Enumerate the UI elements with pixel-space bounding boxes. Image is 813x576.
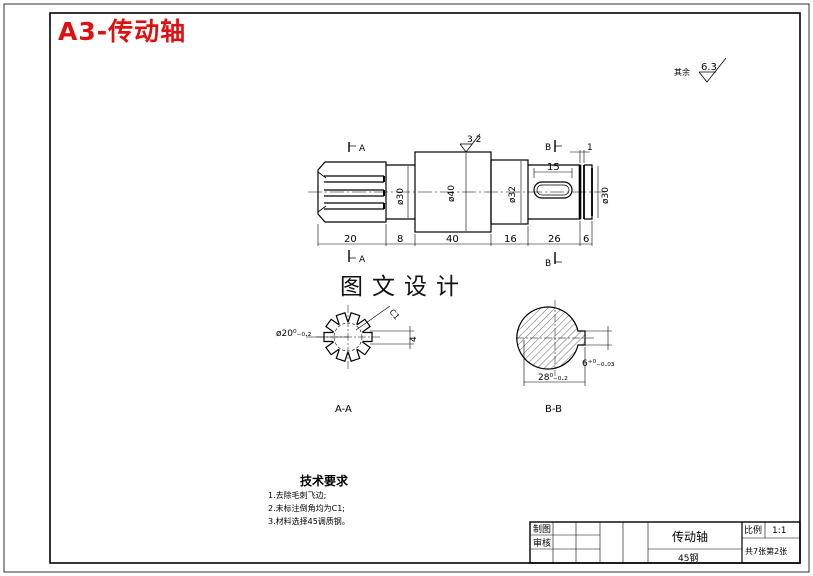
dim-diameter-3: ø32 (508, 186, 518, 203)
bb-depth-dim: 28⁰₋₀.₂ (538, 373, 568, 383)
title-block-part-name: 传动轴 (672, 529, 708, 544)
dim-length-2: 8 (397, 234, 403, 245)
dim-length-3: 40 (446, 234, 459, 245)
tech-requirements-title: 技术要求 (300, 474, 349, 488)
dim-diameter-2: ø40 (447, 185, 457, 202)
shaft-main-view (317, 151, 593, 233)
bb-section-label: B-B (545, 404, 562, 415)
tech-requirement-item: 3.材料选择45调质钢。 (268, 517, 350, 526)
cut-mark-a-top: A (359, 144, 366, 154)
roughness-local-value: 3.2 (467, 135, 481, 145)
cut-mark-b-top: B (545, 143, 551, 153)
dim-length-1: 20 (344, 234, 357, 245)
aa-diameter-tolerance: ø20⁰₋₀.₂ (276, 329, 312, 339)
aa-spline-width: 4 (409, 336, 419, 342)
title-block-sheet-info: 共7张第2张 (745, 546, 787, 556)
cut-mark-a-bottom: A (359, 255, 366, 265)
section-bb-keyway (516, 300, 612, 386)
title-block-scale-label: 比例 (744, 524, 762, 536)
sheet-title: A3-传动轴 (58, 17, 187, 46)
diameter-dim-lines (407, 153, 599, 231)
roughness-general-value: 6.3 (701, 62, 717, 73)
dim-groove-width: 1 (587, 143, 593, 153)
title-block (529, 521, 801, 564)
dim-length-6: 6 (583, 234, 589, 245)
aa-section-label: A-A (335, 404, 352, 415)
roughness-general-label: 其余 (674, 67, 690, 77)
section-aa-spline (306, 305, 414, 369)
section-cut-marks (348, 140, 562, 264)
watermark-text: 图文设计 (340, 274, 468, 300)
title-block-material: 45钢 (678, 552, 698, 564)
outer-border (3, 3, 810, 573)
tech-requirement-item: 1.去除毛刺飞边; (268, 491, 327, 500)
dim-diameter-4: ø30 (601, 187, 611, 204)
dim-length-4: 16 (504, 234, 517, 245)
title-block-drawn-label: 制图 (533, 523, 551, 535)
length-dim-lines (317, 150, 593, 246)
bb-keyway-width: 6⁺⁰₋₀.₀₃ (582, 359, 615, 369)
title-block-review-label: 审核 (533, 537, 551, 549)
aa-chamfer-note: C1 (387, 308, 401, 322)
title-block-scale-value: 1:1 (772, 526, 786, 536)
cut-mark-b-bottom: B (545, 259, 551, 269)
tech-requirement-item: 2.未标注倒角均为C1; (268, 504, 346, 513)
dim-diameter-1: ø30 (396, 188, 406, 205)
roughness-local-symbol (459, 133, 481, 153)
spline-profile (323, 312, 373, 362)
inner-border (49, 12, 801, 564)
dim-keyway-length: 15 (547, 162, 560, 173)
roughness-general-symbol (698, 57, 727, 83)
dim-length-5: 26 (548, 234, 561, 245)
